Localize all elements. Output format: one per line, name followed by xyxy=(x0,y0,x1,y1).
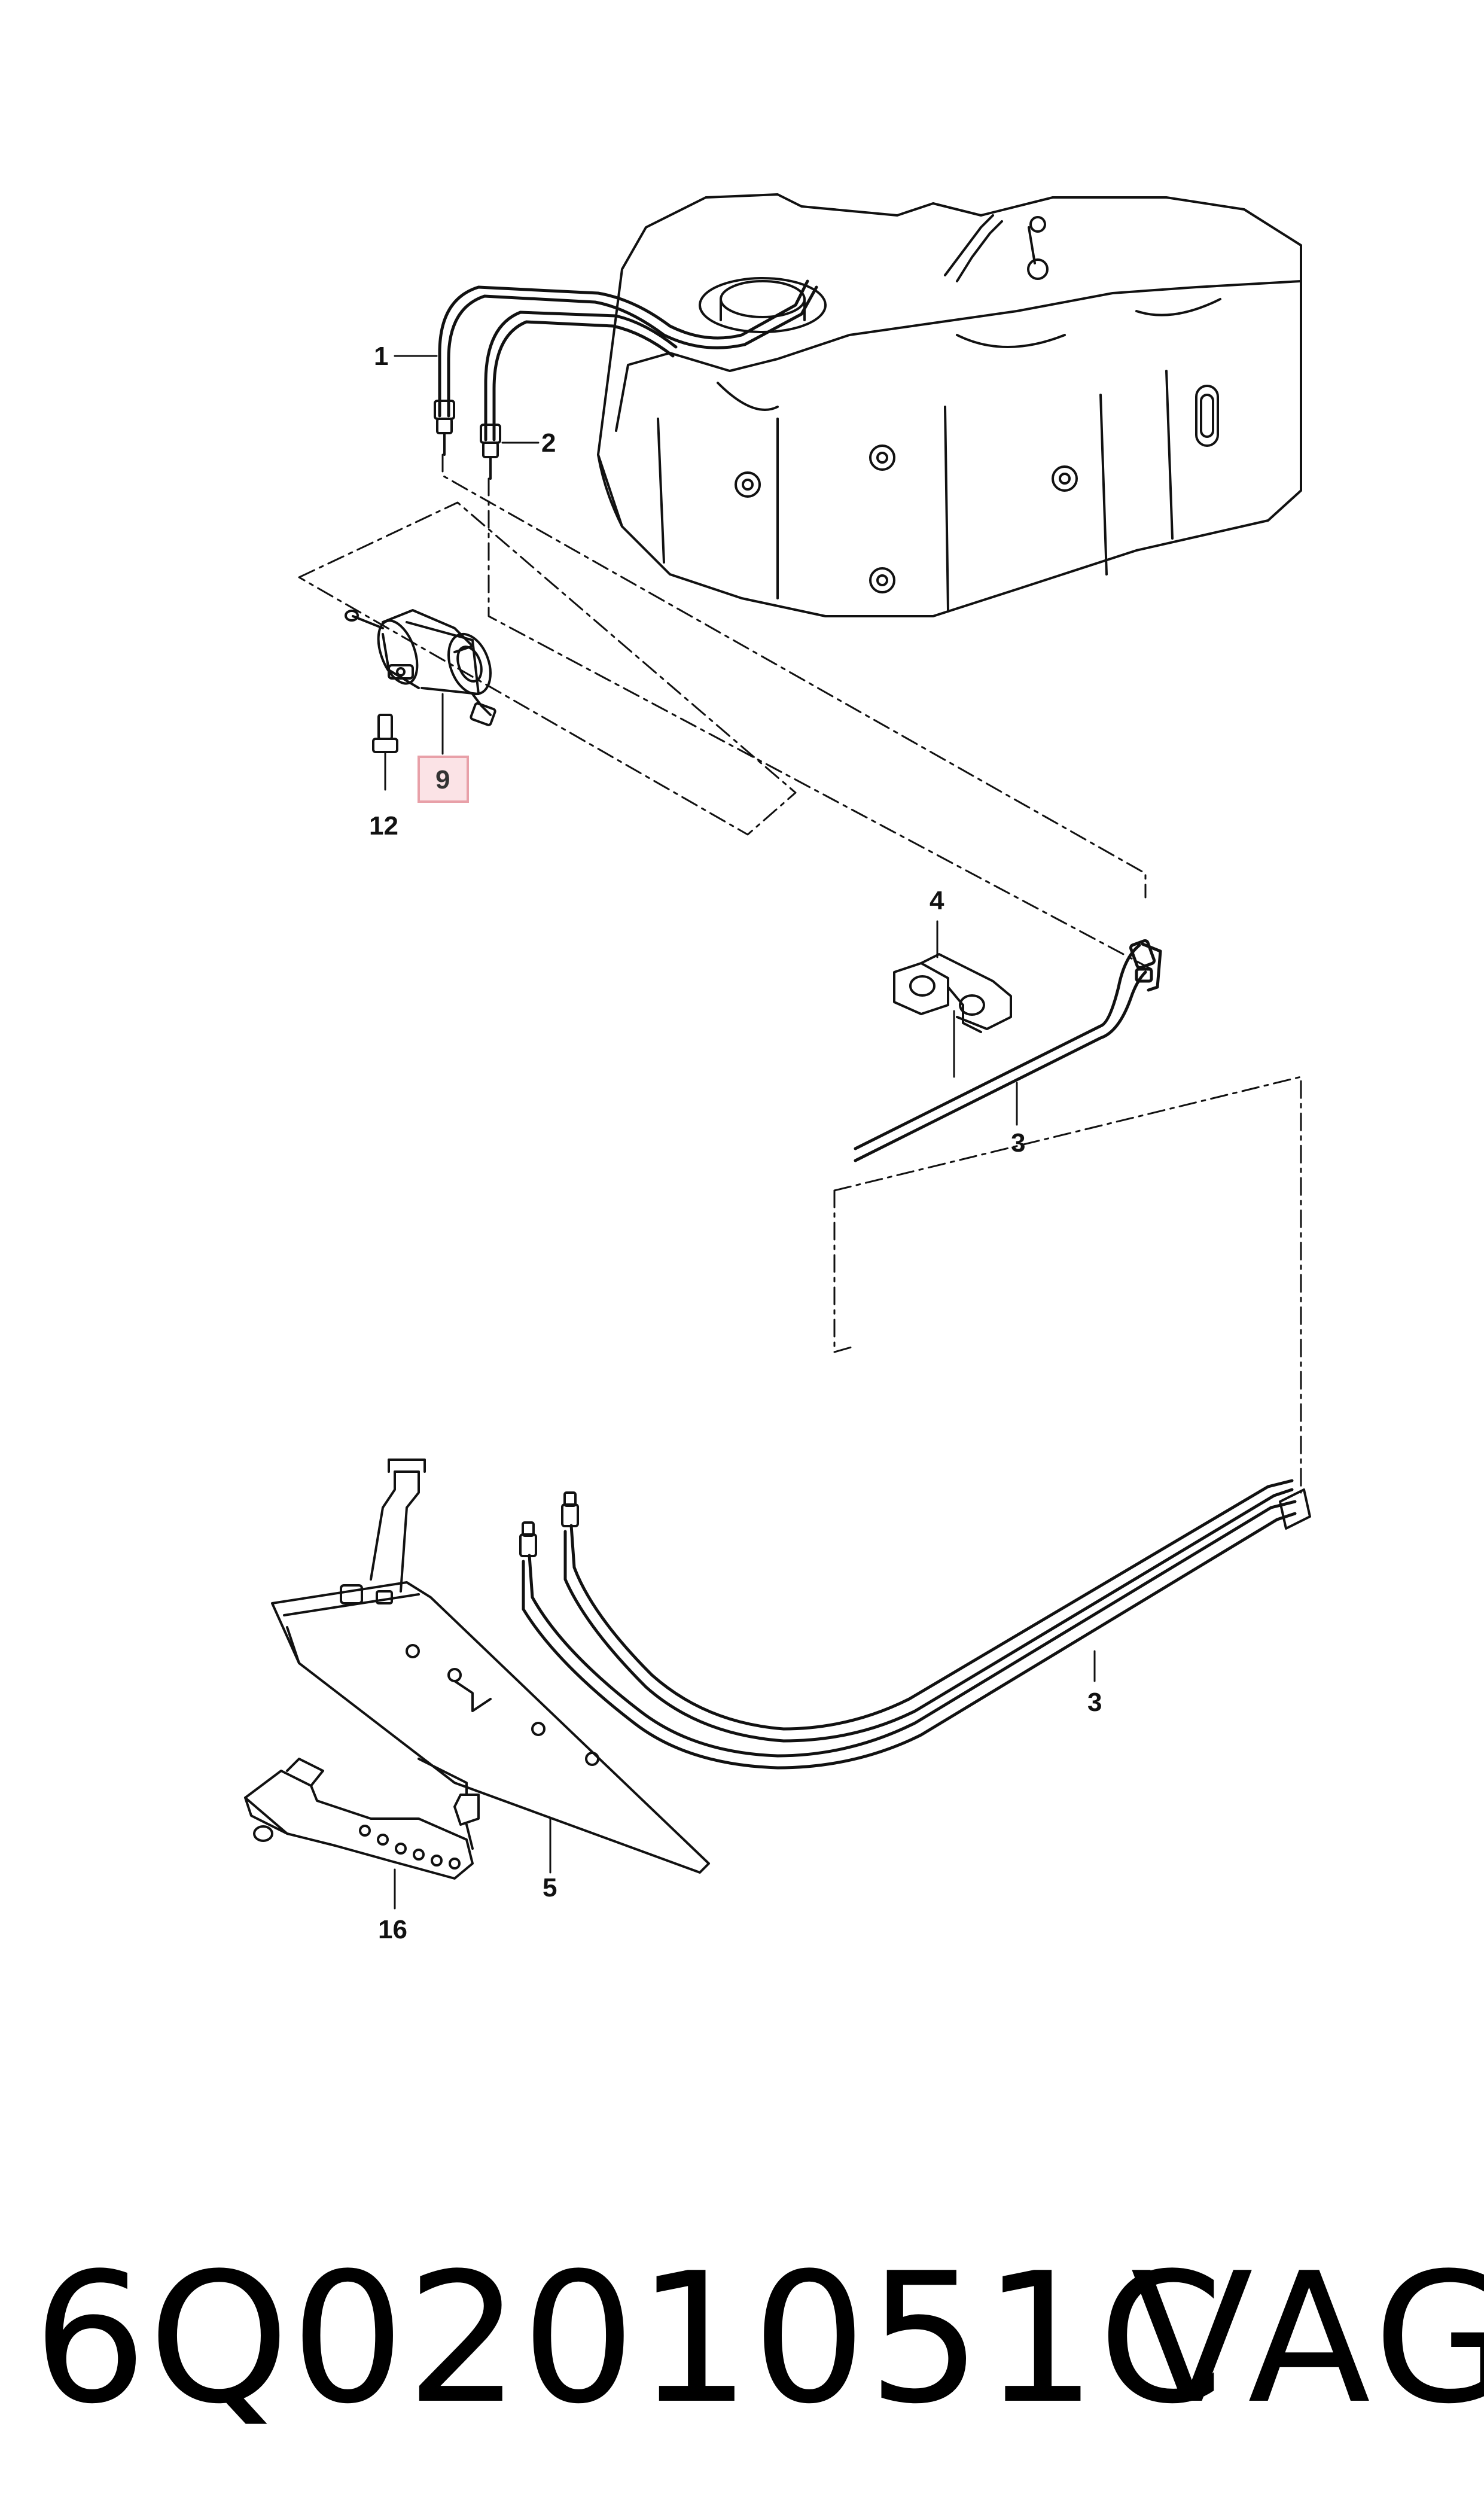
fuel-tank xyxy=(597,193,1302,617)
callout-2: 2 xyxy=(541,428,556,458)
footer: 6Q0201051C VAG xyxy=(0,2213,1484,2465)
callout-4: 4 xyxy=(930,886,944,915)
line-1-connector xyxy=(434,400,455,456)
underbody-cover-5 xyxy=(271,1459,710,1874)
callout-3a: 3 xyxy=(1011,1128,1025,1158)
screw-12 xyxy=(372,714,398,791)
fuel-line-3-lower xyxy=(522,1479,1297,1770)
part-number: 6Q0201051C xyxy=(33,2234,1225,2443)
guide-lines-upper xyxy=(298,453,1302,1494)
callout-16: 16 xyxy=(378,1915,407,1944)
brand-label: VAG xyxy=(1130,2234,1484,2443)
callout-1: 1 xyxy=(374,342,388,371)
fuel-filter xyxy=(345,609,496,726)
callout-12: 12 xyxy=(369,811,398,841)
callout-3b: 3 xyxy=(1087,1688,1102,1717)
line-2-connector xyxy=(480,424,501,480)
callout-9: 9 xyxy=(435,765,450,794)
fuel-line-1-2 xyxy=(438,279,818,442)
callout-5: 5 xyxy=(543,1873,557,1902)
fuel-line-3-upper xyxy=(854,939,1162,1162)
callout-9-highlight xyxy=(418,756,469,803)
line-3-end-connectors xyxy=(519,1488,1311,1557)
clip-16 xyxy=(244,1758,474,1910)
clip-4 xyxy=(893,920,1012,1078)
